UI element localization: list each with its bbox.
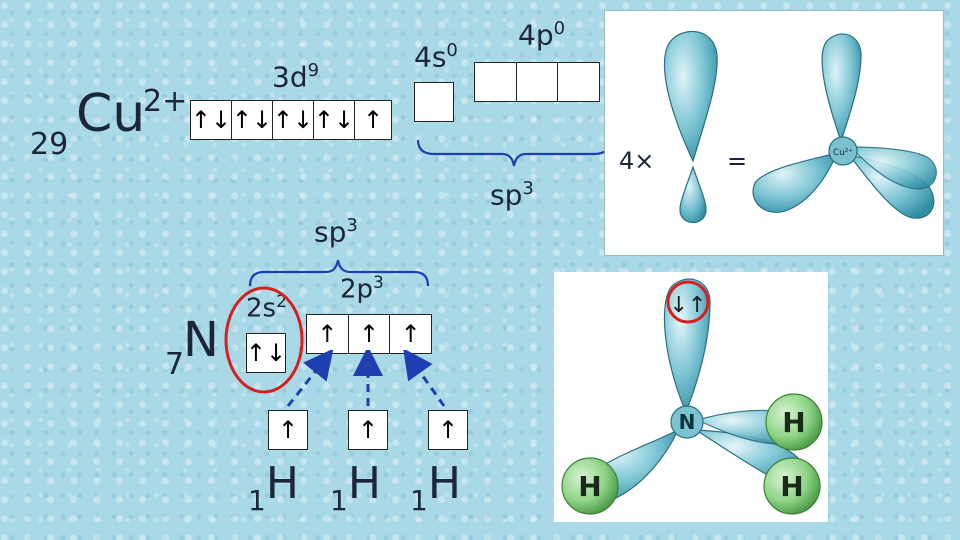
cu-atomic-number: 29 — [30, 127, 69, 162]
cu-symbol: Cu — [76, 84, 146, 144]
sp3-orbital — [663, 30, 718, 224]
svg-text:H: H — [780, 470, 803, 503]
n-sp3-brace — [248, 259, 430, 287]
hybridization-svg: 4× = Cu²⁺ — [619, 30, 937, 224]
lone-pair-highlight — [224, 286, 304, 394]
cu-charge: 2+ — [143, 84, 188, 119]
orbital-2p-label: 2p3 — [340, 273, 384, 305]
bond-arrows — [286, 350, 446, 407]
orbital-3d-cell: ↑↓ — [191, 101, 232, 139]
orbital-4p-label: 4p0 — [518, 18, 566, 52]
hybridization-panel: 4× = Cu²⁺ — [604, 10, 944, 256]
h-atom: H — [561, 457, 619, 515]
lone-pair-arrows: ↓↑ — [670, 293, 707, 318]
orbital-2s-label: 2s2 — [246, 292, 287, 324]
orbital-3d-cell: ↑↓ — [232, 101, 273, 139]
orbital-4s-label: 4s0 — [414, 40, 458, 74]
orbital-3d-cell: ↑ — [362, 106, 384, 134]
hydrogen-label: 1H — [330, 458, 381, 517]
ammonia-panel: N H H H ↓↑ — [554, 272, 828, 522]
n-atomic-number: 7 — [165, 347, 185, 382]
n-center-label: N — [679, 410, 696, 434]
cu-sp3-label: sp3 — [490, 178, 534, 212]
h-orbital-box: ↑ — [268, 410, 308, 450]
orbital-3d-cell: ↑↓ — [273, 101, 314, 139]
hydrogen-label: 1H — [410, 458, 461, 517]
h-atom: H — [765, 393, 823, 451]
orbital-3d-boxes: ↑↓ ↑↓ ↑↓ ↑↓ ↑ — [190, 100, 392, 140]
svg-text:H: H — [782, 406, 805, 439]
multiplier-text: 4× — [619, 147, 654, 175]
lone-pair-circle — [666, 280, 710, 324]
ammonia-svg: N H H H ↓↑ — [561, 278, 823, 515]
n-symbol: N — [183, 312, 219, 368]
orbital-3d-label: 3d9 — [272, 60, 320, 94]
cu-sp3-brace — [416, 139, 612, 167]
tetrahedral-orbitals: Cu²⁺ — [752, 33, 937, 219]
orbital-4s-box — [414, 82, 454, 122]
h-orbital-box: ↑ — [428, 410, 468, 450]
orbital-2p-boxes: ↑ ↑ ↑ — [306, 314, 432, 354]
n-sp3-label: sp3 — [314, 215, 358, 249]
orbital-3d-cell: ↑↓ — [314, 101, 355, 139]
orbital-4p-boxes — [474, 62, 600, 102]
svg-text:H: H — [578, 470, 601, 503]
orbital-2s-box: ↑↓ — [246, 333, 286, 373]
equals-text: = — [727, 147, 747, 175]
h-atom: H — [763, 457, 821, 515]
cu-center-label: Cu²⁺ — [833, 148, 854, 158]
hydrogen-label: 1H — [248, 458, 299, 517]
h-orbital-box: ↑ — [348, 410, 388, 450]
